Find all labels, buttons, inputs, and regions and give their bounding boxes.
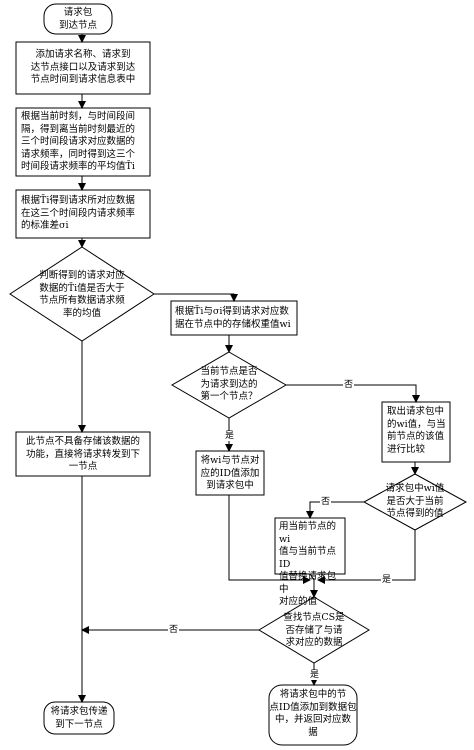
edge-decide-to-weight [154,293,238,302]
decide-cs-label: 查找节点CS是 否存储了与请 求对应的数据 [283,612,345,648]
compute-weight-label: 根据T̄i与σi得到请求对应数 据在节点中的存储权重值wi [175,306,291,330]
edge-greater-no [306,501,364,519]
replace-value-label: 用当前节点的wi 值与当前节点ID 值替换请求包中 对应的值 [279,521,337,607]
edge-packet-to-merge [228,495,311,584]
forward-no-store-label: 此节点不具备存储该数据的 功能，直接将请求转发到下 一节点 [25,436,140,472]
start-node-label: 请求包 到达节点 [58,7,97,31]
decide-first-node-label: 当前节点是否 为请求到达的 第一个节点？ [200,366,258,402]
compute-std-label: 根据T̄i得到请求所对应数据 在这三个时间段内请求频率 的标准差σi [21,195,136,231]
add-to-packet-label: 将wi与节点对 应的ID值添加 到请求包中 [200,455,260,491]
cs-yes-label: 是 [309,670,321,680]
fetch-compare-label: 取出请求包中 的wi值，与当 前节点的该值 进行比较 [387,406,446,455]
edge-replace-to-merge [309,573,315,581]
greater-no-label: 否 [320,497,332,507]
cs-no-label: 否 [168,625,180,635]
start-node-shape [43,3,113,35]
edge-greater-yes [317,530,416,584]
decide-greater-label: 请求包中wi值 是否大于当前 节点得到的值 [385,483,445,519]
edge-first-no [286,384,420,403]
forward-next-label: 将请求包传递 到下一节点 [50,706,108,730]
decide-average-label: 判断得到的请求对应 数据的T̄i值是否大于 节点所有数据请求频 率的均值 [39,270,125,319]
first-node-yes-label: 是 [224,431,236,441]
first-node-no-label: 否 [343,380,355,390]
greater-yes-label: 是 [381,575,393,585]
return-data-label: 将请求包中的节 点ID值添加到数据包 中，并返回对应数 据 [269,689,357,738]
compute-average-label: 根据当前时刻，与时间段间 隔，得到离当前时刻最近的 三个时间段请求对应数据的 请… [21,111,136,172]
add-info-label: 添加请求名称、请求到 达节点接口以及请求到达 节点时间到请求信息表中 [30,49,136,85]
